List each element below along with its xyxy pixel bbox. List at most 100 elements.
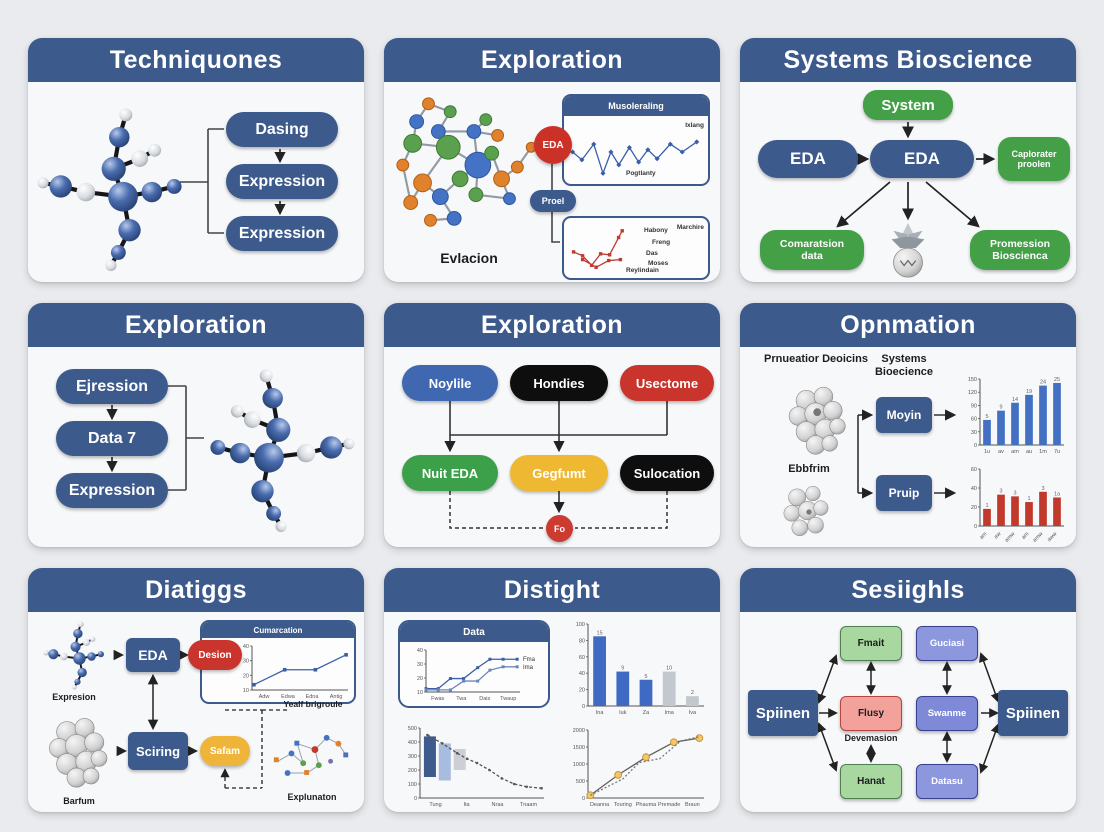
connector-lines xyxy=(817,652,1000,774)
connector-lines xyxy=(106,385,204,491)
node-flusy: Flusy xyxy=(840,696,902,731)
panel-exploration-center-title: Exploration xyxy=(384,303,720,347)
chart-annotation: Reylindain xyxy=(626,267,659,274)
panel-exploration-top: Exploration xyxy=(384,38,720,282)
molecule-icon xyxy=(37,108,182,272)
svg-text:14: 14 xyxy=(1012,397,1018,403)
svg-text:20: 20 xyxy=(971,505,977,511)
chart-annotation: Das xyxy=(646,250,658,257)
svg-text:1500: 1500 xyxy=(573,745,585,751)
svg-text:400: 400 xyxy=(408,740,417,746)
panel-distight-title: Distight xyxy=(384,568,720,612)
svg-text:40: 40 xyxy=(579,671,585,677)
svg-text:40: 40 xyxy=(971,486,977,492)
svg-text:Premade: Premade xyxy=(658,802,680,808)
panel-title-text: Distight xyxy=(503,575,601,604)
protein-cluster-icon xyxy=(788,386,846,455)
node-data7: Data 7 xyxy=(56,421,168,456)
node-noylile: Noylile xyxy=(402,365,498,401)
svg-text:aww: aww xyxy=(1046,531,1058,543)
node-expression: Expression xyxy=(56,473,168,508)
flusy-caption: Devemasion xyxy=(844,733,898,743)
chart-box-header: Data xyxy=(400,622,548,642)
svg-text:Ita: Ita xyxy=(463,802,470,808)
svg-text:Edwa: Edwa xyxy=(281,694,296,700)
panel-sesiighls-title: Sesiighls xyxy=(740,568,1076,612)
svg-text:0: 0 xyxy=(974,443,977,449)
panel-title-text: Systems Bioscience xyxy=(783,45,1033,74)
node-eda: EDA xyxy=(126,638,180,672)
panel-diatiggs: Diatiggs Expresio xyxy=(28,568,364,812)
svg-text:90: 90 xyxy=(971,403,977,409)
svg-text:3: 3 xyxy=(1041,486,1044,492)
svg-text:100: 100 xyxy=(576,622,585,628)
svg-text:19: 19 xyxy=(1026,389,1032,395)
node-sciring: Sciring xyxy=(128,732,188,770)
node-expression-2: Expression xyxy=(226,216,338,251)
node-moyin: Moyin xyxy=(876,397,932,433)
svg-text:Ima: Ima xyxy=(523,665,534,671)
node-pruip: Pruip xyxy=(876,475,932,511)
proel-badge: Proel xyxy=(530,190,576,212)
panel-diatiggs-title: Diatiggs xyxy=(28,568,364,612)
protein-cluster-icon xyxy=(49,718,108,788)
svg-text:60: 60 xyxy=(971,417,977,423)
node-hanat: Hanat xyxy=(840,764,902,799)
svg-text:Nraa: Nraa xyxy=(492,802,505,808)
molecule-icon xyxy=(210,369,355,533)
svg-text:10: 10 xyxy=(243,688,249,694)
panel-title-text: Techniquones xyxy=(109,45,283,74)
svg-text:10: 10 xyxy=(417,690,423,696)
svg-text:100: 100 xyxy=(408,782,417,788)
network-molecule-icon xyxy=(396,97,537,227)
svg-text:200: 200 xyxy=(408,768,417,774)
node-safam: Safam xyxy=(200,736,250,766)
panel-title-text: Exploration xyxy=(125,310,267,339)
panel-techniques-title: Techniquones xyxy=(28,38,364,82)
svg-text:1m: 1m xyxy=(1039,449,1047,455)
svg-text:am: am xyxy=(979,531,989,541)
svg-text:aw: aw xyxy=(993,531,1002,540)
panel-exploration-center: Exploration Noylile Hondies Usectome Nui… xyxy=(384,303,720,547)
panel-sesiighls: Sesiighls Spiinen Fmait Flusy Devemasion… xyxy=(740,568,1076,812)
svg-text:1: 1 xyxy=(985,503,988,509)
svg-text:Adw: Adw xyxy=(259,694,270,700)
svg-text:30: 30 xyxy=(243,659,249,665)
panel-techniques: Techniquones Dasing Expression Expressio… xyxy=(28,38,364,282)
svg-text:Ina: Ina xyxy=(596,710,605,716)
svg-text:Dais: Dais xyxy=(479,696,490,702)
svg-text:120: 120 xyxy=(968,390,977,396)
scatter-molecule-icon xyxy=(273,734,349,776)
svg-text:1u: 1u xyxy=(984,449,990,455)
node-promession: Promession Bioscienca xyxy=(970,230,1070,270)
node-fmait: Fmait xyxy=(840,626,902,661)
svg-text:0: 0 xyxy=(414,796,417,802)
svg-text:Tung: Tung xyxy=(429,802,441,808)
panel-title-text: Opnmation xyxy=(840,310,976,339)
chart-box-header: Cumarcation xyxy=(202,622,354,638)
svg-text:500: 500 xyxy=(576,779,585,785)
svg-text:2000: 2000 xyxy=(573,728,585,734)
node-dasing: Dasing xyxy=(226,112,338,147)
svg-text:150: 150 xyxy=(968,377,977,383)
molecule-caption: Evlacion xyxy=(440,250,498,266)
svg-text:Braun: Braun xyxy=(685,802,700,808)
svg-text:60: 60 xyxy=(971,467,977,473)
dashed-caption: Yealf brigroule xyxy=(283,699,343,709)
svg-text:15: 15 xyxy=(597,630,603,636)
svg-text:3: 3 xyxy=(999,489,1002,495)
svg-text:24: 24 xyxy=(1040,380,1046,386)
panel-exploration-left: Exploration Ejression Data 7 Expression xyxy=(28,303,364,547)
panel-title-text: Exploration xyxy=(481,310,623,339)
svg-text:10: 10 xyxy=(666,666,672,672)
svg-text:20: 20 xyxy=(579,688,585,694)
svg-text:1000: 1000 xyxy=(573,762,585,768)
svg-text:av: av xyxy=(998,449,1004,455)
svg-text:60: 60 xyxy=(579,655,585,661)
connector-lines xyxy=(444,401,668,529)
node-ejression: Ejression xyxy=(56,369,168,404)
